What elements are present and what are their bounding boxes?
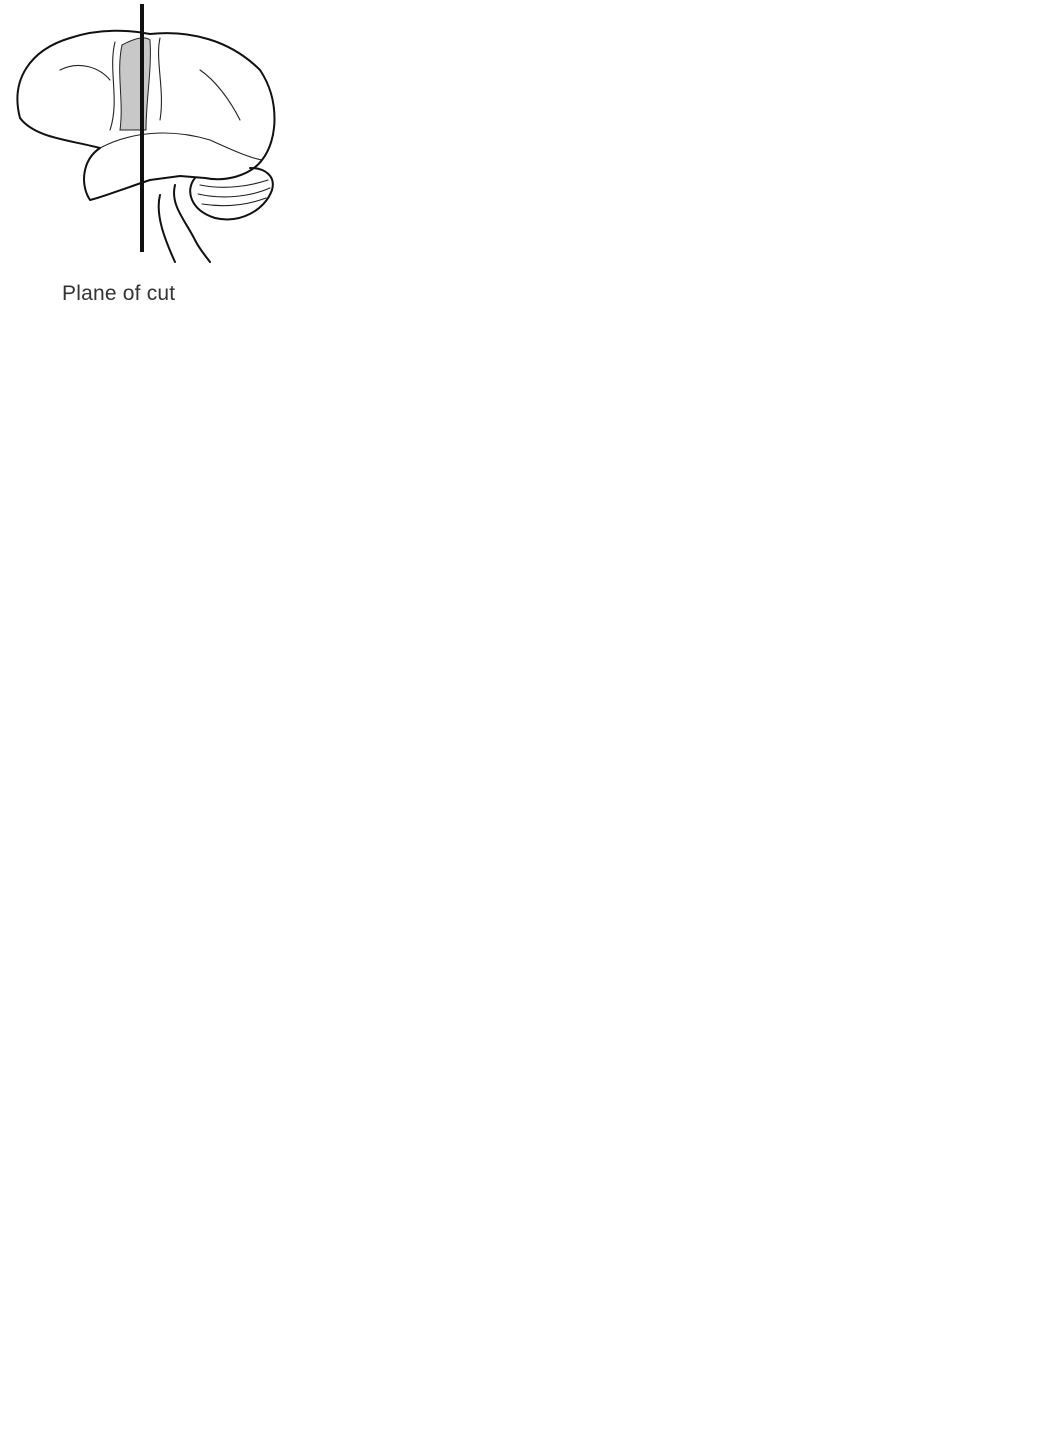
lateral-brain-inset	[17, 4, 274, 262]
plane-of-cut-caption: Plane of cut	[62, 282, 175, 306]
